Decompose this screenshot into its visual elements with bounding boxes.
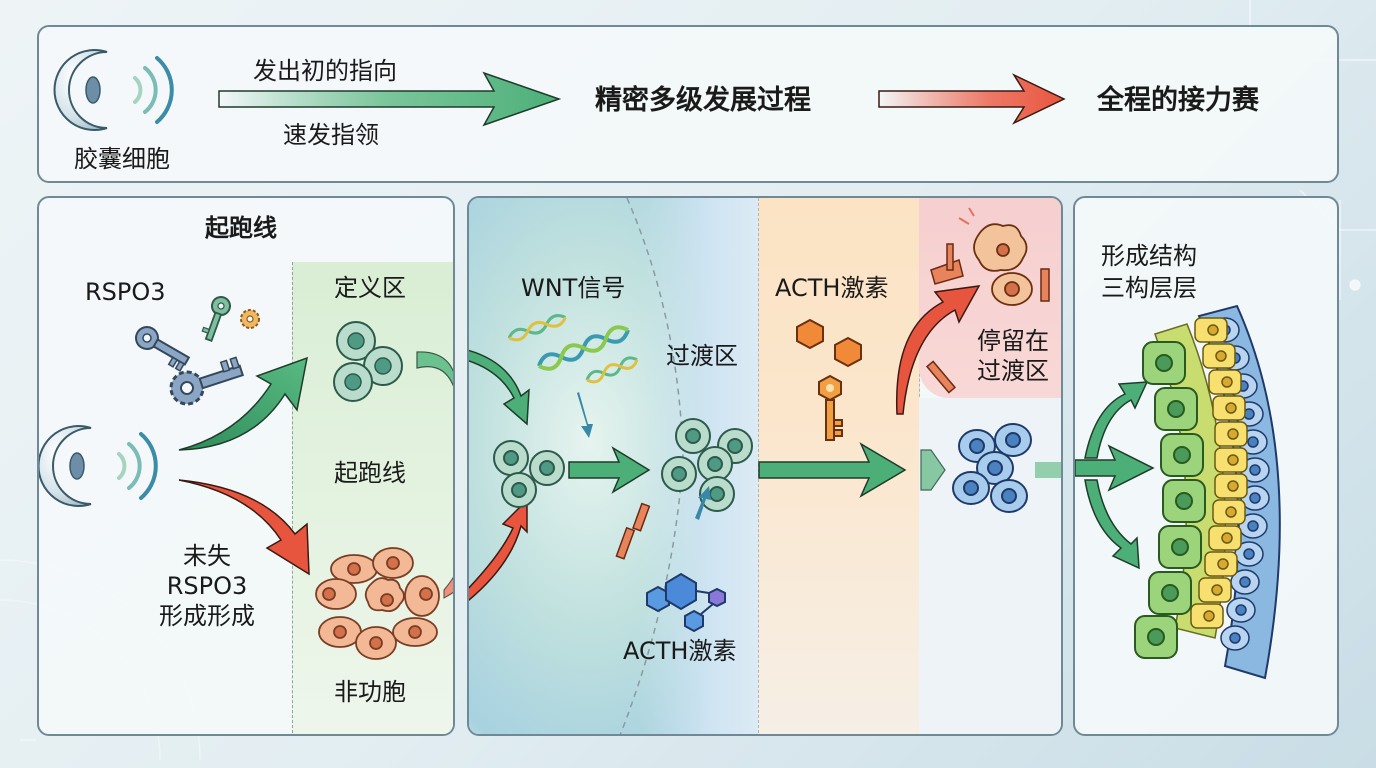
red-curved-arrow-icon [178,479,310,576]
broken-strip-icon [925,243,1050,394]
cell-icon [976,451,1014,485]
nonfunctional-cell-cluster [315,547,440,660]
stage-relay-label: 全程的接力赛 [1097,85,1259,116]
transition-cell-cluster [661,418,753,512]
transition-panel: WNT信号 过渡区 ACTH激素 ACTH激素 停留在 过渡区 [467,196,1063,736]
capsule-cell-icon [39,425,158,507]
signal-arrow-icon [695,486,711,520]
start-line-panel: 起跑线 RSPO3 定义区 起跑线 未失 RSPO3 形成形成 非功胞 [37,196,455,736]
green-arrow-icon [758,442,907,498]
green-curved-arrow-icon [1084,381,1149,459]
stage-process-label: 精密多级发展过程 [595,85,811,116]
cell-icon [952,471,990,505]
gear-icon [240,309,260,329]
start-line-label: 起跑线 [334,459,406,487]
structure-panel: 形成结构 三构层层 [1073,196,1339,736]
overview-panel: 胶囊细胞 发出初的指向 速发指领 精密多级发展过程 全程的接力赛 [37,25,1339,183]
panel-title: 起跑线 [205,214,277,242]
cell-icon [493,440,529,476]
green-curved-arrow-icon [178,356,308,451]
cell-icon [372,547,414,579]
acth-hormone-label: ACTH激素 [775,274,889,302]
cell-icon [404,575,440,617]
arrow-bottom-label: 速发指领 [283,121,379,149]
dna-helix-icon [507,314,567,342]
red-curved-arrow-icon [895,285,981,415]
cell-icon [501,472,537,508]
progenitor-cell-cluster [493,440,565,508]
cell-icon [318,616,362,648]
define-zone-label: 定义区 [334,274,406,302]
structure-graphics [1075,304,1281,680]
transition-graphics [469,198,1061,734]
capsule-cell-icon [53,49,174,131]
stuck-in-transition-label: 停留在 过渡区 [977,327,1049,385]
acth-hormone-label: ACTH激素 [623,637,737,665]
cell-icon [392,617,438,647]
cell-icon [333,362,373,402]
green-arrow-icon [218,71,562,127]
cell-icon [994,423,1032,457]
capsule-cell-label: 胶囊细胞 [74,145,170,173]
yellow-cell-layer-cells [1190,317,1248,629]
cell-icon [330,554,378,584]
key-icon [201,296,231,343]
cell-icon [697,446,733,482]
cell-icon [661,456,697,492]
cell-icon [315,578,357,610]
gear-key-icon [169,356,245,406]
green-curved-arrow-icon [1084,479,1140,570]
green-arrow-icon [568,446,651,494]
cell-icon [355,626,397,660]
green-arrow-icon [920,449,946,491]
cell-icon [363,346,403,386]
nonfunctional-cell-label: 非功胞 [334,678,406,706]
broken-strip-icon [615,502,651,560]
green-curved-arrow-icon [416,351,453,387]
key-icon [135,326,191,372]
progenitor-cell-cluster [333,321,403,402]
missing-rspo3-label: 未失 RSPO3 形成形成 [159,542,255,630]
stuck-cell-icon [958,207,1033,306]
overview-graphics [53,49,1066,131]
acth-molecule-icon [646,572,726,633]
acth-hexagon-icon [796,318,862,368]
cell-icon [699,476,735,512]
dna-helix-icon [585,356,639,384]
cell-icon [364,577,405,613]
transition-zone-label: 过渡区 [666,342,738,370]
mature-cell-cluster [952,423,1032,513]
cell-icon [336,321,376,361]
red-curved-arrow-icon [469,498,528,601]
red-curved-arrow-icon [443,576,453,599]
cell-icon [529,450,565,486]
acth-key-icon [818,374,843,441]
dna-helix-icon [537,325,630,371]
signal-arrow-icon [577,392,593,438]
arrow-top-label: 发出初的指向 [253,57,397,85]
wnt-signal-label: WNT信号 [521,274,626,302]
red-arrow-icon [878,73,1066,125]
cell-icon [675,418,711,454]
structure-title: 形成结构 三构层层 [1101,242,1197,302]
green-arrow-icon [1035,462,1061,478]
start-line-graphics [39,296,453,660]
green-cell-layer [1134,341,1206,659]
green-arrow-icon [1075,444,1155,492]
green-curved-arrow-icon [469,349,530,426]
cell-icon [990,479,1028,513]
rspo3-label: RSPO3 [85,278,166,306]
